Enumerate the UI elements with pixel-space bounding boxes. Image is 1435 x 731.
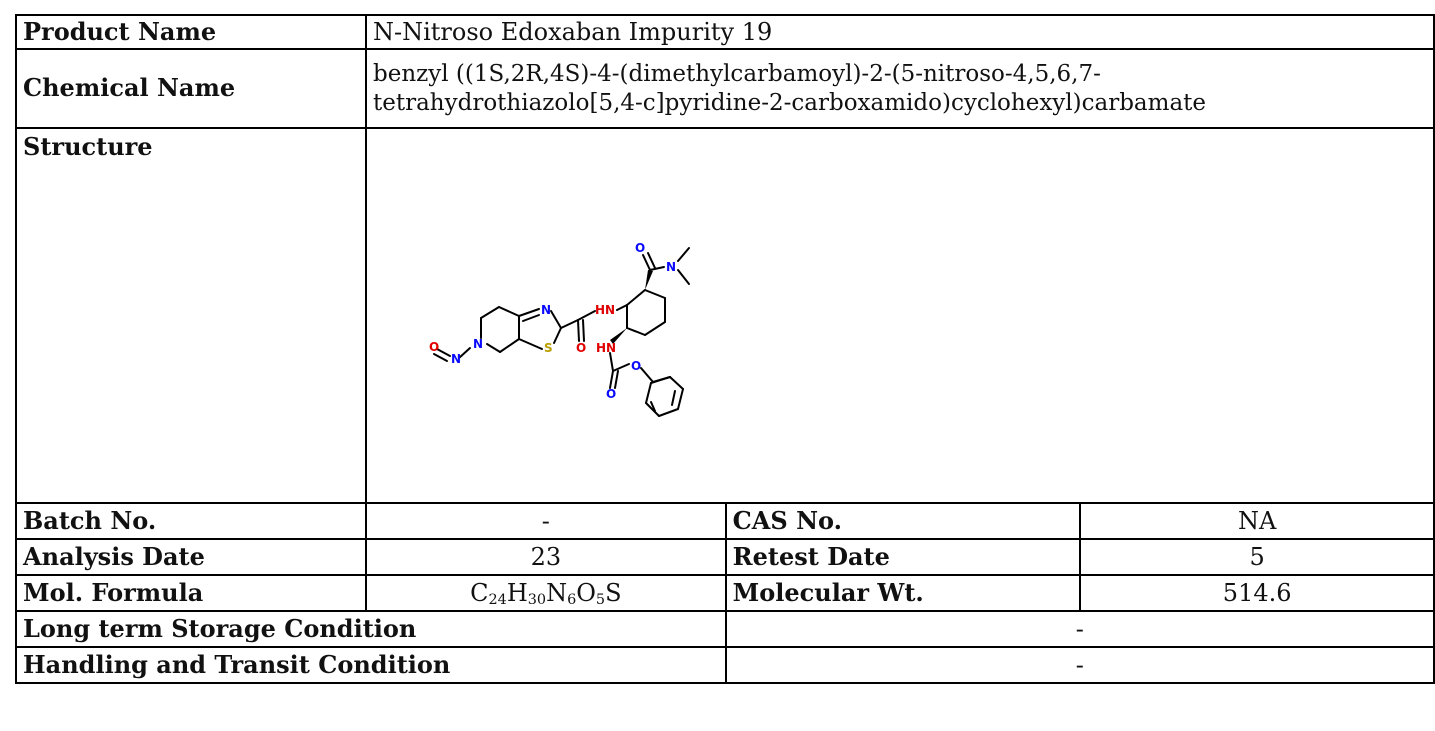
- atom-o-top: O: [635, 241, 645, 255]
- formula-c-count: 24: [488, 591, 507, 608]
- structure-image: O N N N S O HN HN O N O O: [429, 241, 690, 417]
- formula-s: S: [605, 578, 622, 607]
- atom-o-nitroso: O: [429, 340, 439, 354]
- atom-n-dimethyl: N: [666, 260, 676, 274]
- atom-hn-top: HN: [595, 303, 615, 317]
- storage-value: -: [724, 610, 1435, 648]
- formula-o: O: [576, 578, 596, 607]
- formula-n: N: [546, 578, 568, 607]
- atom-hn-bottom: HN: [596, 341, 616, 355]
- handling-row: Handling and Transit Condition -: [15, 646, 1435, 684]
- dates-row: Analysis Date 23 Retest Date 5: [15, 538, 1435, 576]
- chemical-name-row: Chemical Name benzyl ((1S,2R,4S)-4-(dime…: [15, 48, 1435, 129]
- handling-label: Handling and Transit Condition: [15, 646, 727, 684]
- batch-cas-row: Batch No. - CAS No. NA: [15, 502, 1435, 540]
- chemical-name-label: Chemical Name: [15, 48, 367, 129]
- formula-n-count: 6: [567, 591, 577, 608]
- product-name-row: Product Name N-Nitroso Edoxaban Impurity…: [15, 14, 1435, 50]
- product-name-label: Product Name: [15, 14, 367, 50]
- mol-weight-label: Molecular Wt.: [724, 574, 1082, 612]
- cas-label: CAS No.: [724, 502, 1082, 540]
- cas-value: NA: [1079, 502, 1435, 540]
- atom-o-carbamate-carbonyl: O: [606, 387, 616, 401]
- structure-cell: O N N N S O HN HN O N O O: [365, 127, 1435, 504]
- batch-label: Batch No.: [15, 502, 367, 540]
- atom-o-amide: O: [576, 341, 586, 355]
- formula-h: H: [506, 578, 528, 607]
- retest-date-label: Retest Date: [724, 538, 1082, 576]
- atom-n-nitroso-link: N: [451, 352, 461, 366]
- mol-formula-label: Mol. Formula: [15, 574, 367, 612]
- mol-formula-value: C24H30N6O5S: [365, 574, 727, 612]
- formula-o-count: 5: [595, 591, 606, 608]
- chemical-name-line-2: tetrahydrothiazolo[5,4-c]pyridine-2-carb…: [373, 89, 1207, 116]
- batch-value: -: [365, 502, 727, 540]
- handling-value: -: [724, 646, 1435, 684]
- analysis-date-label: Analysis Date: [15, 538, 367, 576]
- storage-label: Long term Storage Condition: [15, 610, 727, 648]
- formula-h-count: 30: [527, 591, 547, 608]
- atom-n-ring: N: [473, 337, 483, 351]
- chemical-name-line-1: benzyl ((1S,2R,4S)-4-(dimethylcarbamoyl)…: [373, 60, 1101, 87]
- atom-s-thiazole: S: [544, 341, 553, 355]
- structure-label: Structure: [15, 127, 367, 504]
- product-data-table: Product Name N-Nitroso Edoxaban Impurity…: [15, 14, 1435, 684]
- storage-row: Long term Storage Condition -: [15, 610, 1435, 648]
- retest-date-value: 5: [1079, 538, 1435, 576]
- formula-c: C: [470, 578, 489, 607]
- formula-weight-row: Mol. Formula C24H30N6O5S Molecular Wt. 5…: [15, 574, 1435, 612]
- atom-n-thiazole: N: [541, 303, 551, 317]
- analysis-date-value: 23: [365, 538, 727, 576]
- atom-o-carbamate-ether: O: [631, 359, 641, 373]
- mol-weight-value: 514.6: [1079, 574, 1435, 612]
- structure-row: Structure: [15, 127, 1435, 504]
- chemical-name-value: benzyl ((1S,2R,4S)-4-(dimethylcarbamoyl)…: [365, 48, 1435, 129]
- product-name-value: N-Nitroso Edoxaban Impurity 19: [365, 14, 1435, 50]
